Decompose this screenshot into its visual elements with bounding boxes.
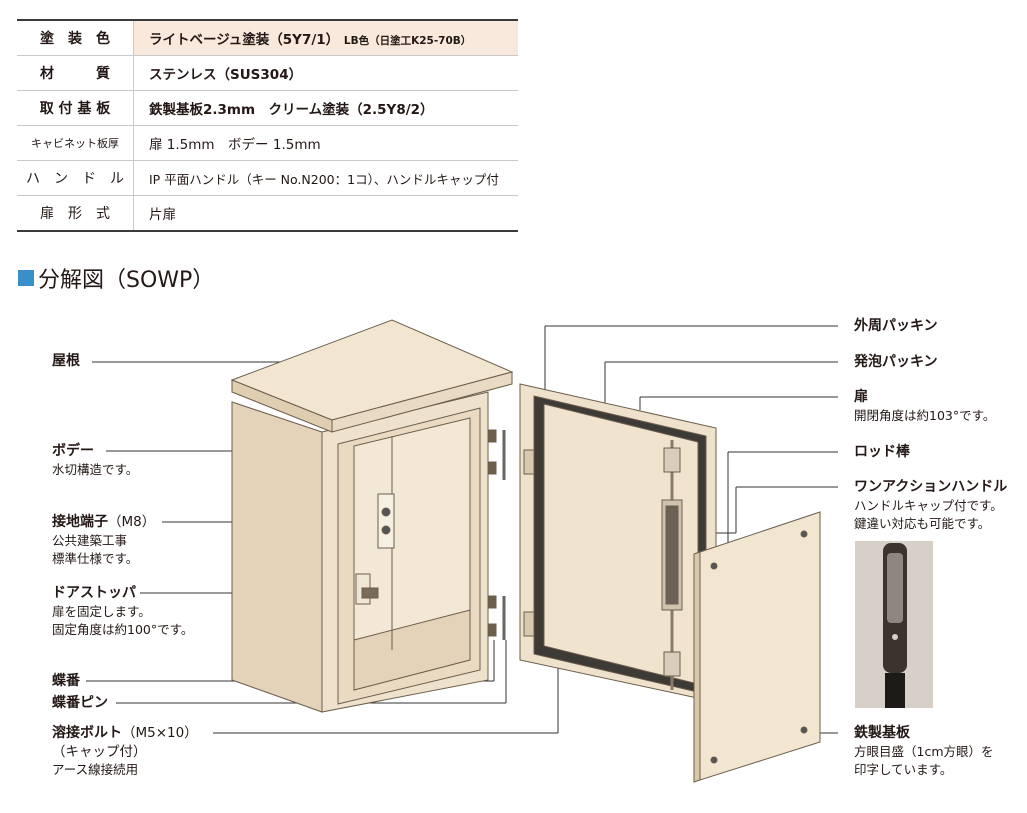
spec-key: 塗 装 色 (17, 19, 134, 56)
spec-row-door-type: 扉 形 式 片扉 (17, 195, 518, 232)
square-bullet-icon (18, 270, 34, 286)
spec-key: 取 付 基 板 (17, 90, 134, 126)
label-door: 扉 開閉角度は約103°です。 (854, 389, 996, 423)
label-handle: ワンアクションハンドル ハンドルキャップ付です。 鍵違い対応も可能です。 (854, 479, 1008, 531)
spec-key: キャビネット板厚 (17, 125, 134, 161)
section-title-text: 分解図（SOWP） (38, 268, 215, 293)
spec-value: 片扉 (133, 195, 518, 232)
label-hinge: 蝶番 (52, 673, 80, 689)
spec-value: 鉄製基板2.3mm クリーム塗装（2.5Y8/2） (133, 90, 518, 126)
cabinet-body (230, 319, 514, 713)
label-roof: 屋根 (52, 353, 80, 369)
spec-key: 材 質 (17, 55, 134, 91)
spec-row-material: 材 質 ステンレス（SUS304） (17, 55, 518, 91)
label-weld-bolt: 溶接ボルト（M5×10） （キャップ付） アース線接続用 (52, 725, 198, 777)
label-foam-packing: 発泡パッキン (854, 354, 938, 370)
label-outer-packing: 外周パッキン (854, 318, 938, 334)
spec-value: ライトベージュ塗装（5Y7/1） LB色（日塗工K25-70B） (133, 19, 518, 56)
spec-row-mount-plate: 取 付 基 板 鉄製基板2.3mm クリーム塗装（2.5Y8/2） (17, 90, 518, 126)
spec-key: 扉 形 式 (17, 195, 134, 232)
spec-row-thickness: キャビネット板厚 扉 1.5mm ボデー 1.5mm (17, 125, 518, 161)
handle-photo (855, 541, 933, 708)
spec-key: ハ ン ド ル (17, 160, 134, 196)
spec-value: 扉 1.5mm ボデー 1.5mm (133, 125, 518, 161)
spec-table: 塗 装 色 ライトベージュ塗装（5Y7/1） LB色（日塗工K25-70B） 材… (17, 19, 518, 232)
spec-value: IP 平面ハンドル（キー No.N200：1コ）、ハンドルキャップ付 (133, 160, 518, 196)
door-panel (519, 383, 717, 703)
label-hinge-pin: 蝶番ピン (52, 695, 108, 711)
label-body: ボデー 水切構造です。 (52, 443, 139, 477)
label-rod: ロッド棒 (854, 444, 910, 460)
mount-plate (693, 511, 821, 783)
section-title: 分解図（SOWP） (18, 262, 214, 294)
spec-value: ステンレス（SUS304） (133, 55, 518, 91)
label-mount-plate: 鉄製基板 方眼目盛（1cm方眼）を 印字しています。 (854, 725, 994, 777)
label-ground-terminal: 接地端子（M8） 公共建築工事 標準仕様です。 (52, 514, 156, 566)
label-door-stopper: ドアストッパ 扉を固定します。 固定角度は約100°です。 (52, 585, 194, 637)
spec-row-handle: ハ ン ド ル IP 平面ハンドル（キー No.N200：1コ）、ハンドルキャッ… (17, 160, 518, 196)
spec-row-paint: 塗 装 色 ライトベージュ塗装（5Y7/1） LB色（日塗工K25-70B） (17, 19, 518, 56)
